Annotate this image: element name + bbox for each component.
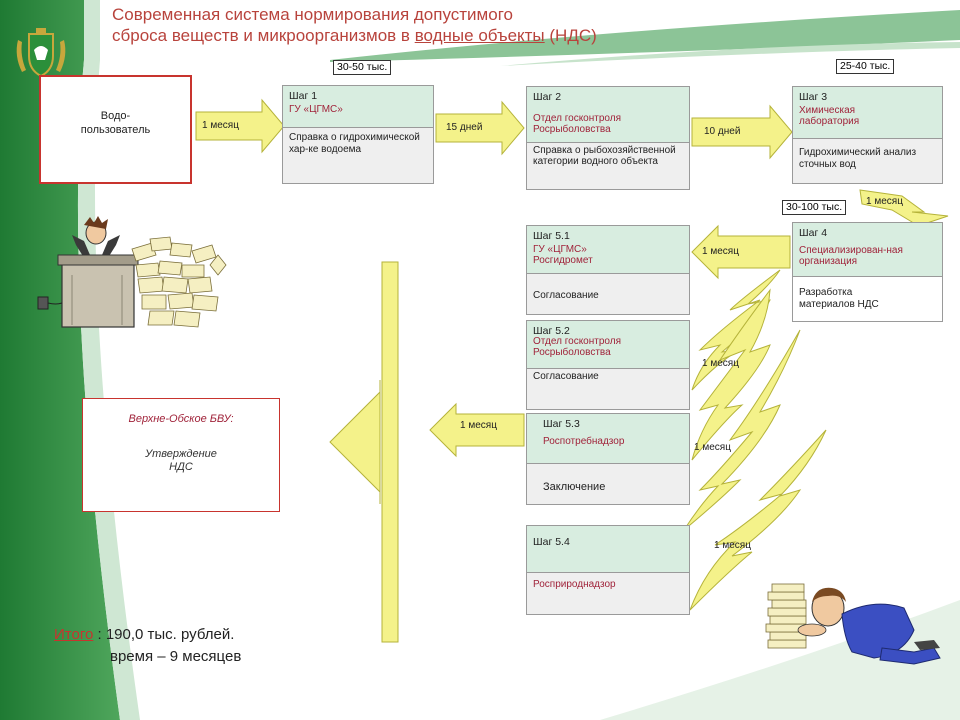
bvu-org: Верхне-Обское БВУ: [128,413,234,425]
step53-number: Шаг 5.3 [543,418,580,430]
duration-label-a4: 1 месяц [866,196,903,207]
step54-number: Шаг 5.4 [533,536,570,548]
bolt-to-step53 [691,288,771,461]
step2-number: Шаг 2 [533,91,562,103]
step51-result: Согласование [527,274,689,314]
arrow-to-step1 [195,98,285,154]
duration-label-b3: 1 месяц [714,540,751,551]
step52-box: Шаг 5.2 Отдел госконтроля Росрыболовства… [526,320,690,410]
total-sum: : 190,0 тыс. рублей. [93,626,235,643]
bvu-action2: НДС [169,461,193,473]
duration-label-a5: 1 месяц [702,246,739,257]
step54-box: Шаг 5.4 Росприроднадзор [526,525,690,615]
step2-result: Справка о рыбохозяйственной категории во… [527,143,689,189]
step4-box: Шаг 4 Специализирован-ная организация Ра… [792,222,943,322]
step53-result: Заключение [527,464,689,504]
duration-label-b2: 1 месяц [694,442,731,453]
water-user-line2: пользователь [80,124,151,136]
bvu-box: Верхне-Обское БВУ: Утверждение НДС [82,398,280,512]
duration-label-b1: 1 месяц [702,358,739,369]
step3-price: 25-40 тыс. [836,59,895,74]
duration-label-final: 1 месяц [460,420,497,431]
bolt-to-step54 [689,429,827,611]
step52-org: Отдел госконтроля Росрыболовства [533,336,621,358]
bolt-to-step52 [691,269,781,391]
coat-of-arms-icon [16,28,66,78]
duration-label-a1: 1 месяц [202,120,239,131]
step3-box: Шаг 3 Химическая лаборатория Гидрохимиче… [792,86,943,184]
page-title: Современная система нормирования допусти… [112,4,832,46]
arrow-to-bracket [429,402,525,458]
step54-org: Росприроднадзор [533,579,616,590]
step1-result: Справка о гидрохимической хар-ке водоема [283,128,433,183]
step51-box: Шаг 5.1 ГУ «ЦГМС» Росгидромет Согласован… [526,225,690,315]
step3-number: Шаг 3 [799,91,828,103]
total-label: Итого [54,626,94,643]
step51-org: ГУ «ЦГМС» Росгидромет [533,244,593,266]
step1-org: ГУ «ЦГМС» [289,104,343,115]
tired-worker-icon [765,583,941,665]
title-line-2: сброса веществ и микроорганизмов в водны… [112,26,597,45]
arrow-to-step51 [691,224,791,280]
step3-result: Гидрохимический анализ сточных вод [793,139,942,183]
arrow-to-step2 [435,100,525,156]
bracket-bar [381,261,399,643]
step51-number: Шаг 5.1 [533,230,570,242]
step52-number: Шаг 5.2 [533,325,570,337]
step4-result: Разработка материалов НДС [799,287,879,310]
copier-paper-icon [37,216,227,328]
total-time: время – 9 месяцев [110,648,242,665]
duration-label-a3: 10 дней [704,126,741,137]
step2-org: Отдел госконтроля Росрыболовства [533,113,621,135]
step4-org: Специализирован-ная организация [799,245,903,267]
step1-price: 30-50 тыс. [333,60,392,75]
step4-price: 30-100 тыс. [782,200,847,215]
step52-result: Согласование [527,369,689,409]
duration-label-a2: 15 дней [446,122,483,133]
step3-org: Химическая лаборатория [799,105,860,127]
water-user-line1: Водо- [100,110,131,122]
step1-number: Шаг 1 [289,90,318,102]
step4-number: Шаг 4 [799,227,828,239]
total-summary: Итого : 190,0 тыс. рублей. время – 9 мес… [54,624,241,668]
arrow-to-step3 [691,104,793,160]
water-user-box: Водо- пользователь [39,75,192,184]
title-line-1: Современная система нормирования допусти… [112,5,513,24]
step2-box: Шаг 2 Отдел госконтроля Росрыболовства С… [526,86,690,190]
arrow-to-bvu [329,380,381,504]
bvu-action1: Утверждение [145,448,217,460]
step1-box: Шаг 1 ГУ «ЦГМС» Справка о гидрохимическо… [282,85,434,184]
step53-org: Роспотребнадзор [543,436,625,447]
step53-box: Шаг 5.3 Роспотребнадзор Заключение [526,413,690,505]
